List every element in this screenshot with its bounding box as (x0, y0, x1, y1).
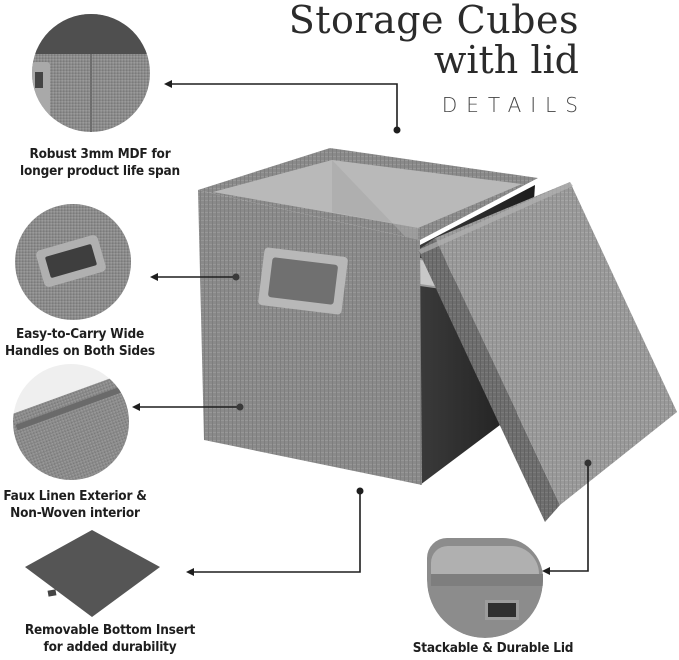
caption-linen-line2: Non-Woven interior (10, 505, 140, 521)
caption-lid: Stackable & Durable Lid (408, 640, 578, 657)
title-line-1: Storage Cubes (288, 0, 579, 42)
corner-seam (90, 54, 92, 132)
caption-mdf: Robust 3mm MDF for longer product life s… (6, 146, 194, 180)
caption-linen-line1: Faux Linen Exterior & (3, 488, 147, 504)
mdf-corner-detail-image (32, 14, 150, 132)
subtitle-details: DETAILS (441, 93, 587, 117)
bottom-insert-image (25, 530, 160, 617)
caption-handles: Easy-to-Carry Wide Handles on Both Sides (0, 326, 160, 360)
handle-edge-icon (32, 62, 50, 120)
caption-insert-line2: for added durability (43, 639, 177, 655)
caption-linen: Faux Linen Exterior & Non-Woven interior (0, 488, 150, 522)
title-block: Storage Cubes with lid DETAILS (289, 0, 579, 117)
caption-insert-line1: Removable Bottom Insert (24, 622, 196, 638)
title-line-2: with lid (433, 38, 579, 82)
handle-slot (485, 600, 519, 620)
lid-band (431, 574, 543, 586)
caption-insert: Removable Bottom Insert for added durabi… (10, 622, 210, 656)
caption-mdf-line2: longer product life span (20, 163, 180, 179)
caption-handles-line2: Handles on Both Sides (5, 343, 155, 359)
caption-mdf-line1: Robust 3mm MDF for (29, 146, 171, 162)
linen-fabric-detail-image (13, 364, 129, 480)
linen-surface (13, 371, 129, 480)
caption-handles-line1: Easy-to-Carry Wide (15, 326, 144, 342)
handle-frame (35, 233, 107, 289)
handle-slot (44, 243, 98, 279)
caption-lid-line1: Stackable & Durable Lid (412, 640, 574, 656)
lid-top (431, 546, 539, 574)
handle-detail-image (15, 204, 131, 320)
stackable-lid-detail-image (427, 538, 543, 638)
interior-shadow (32, 14, 150, 54)
handle-slot (35, 72, 43, 88)
